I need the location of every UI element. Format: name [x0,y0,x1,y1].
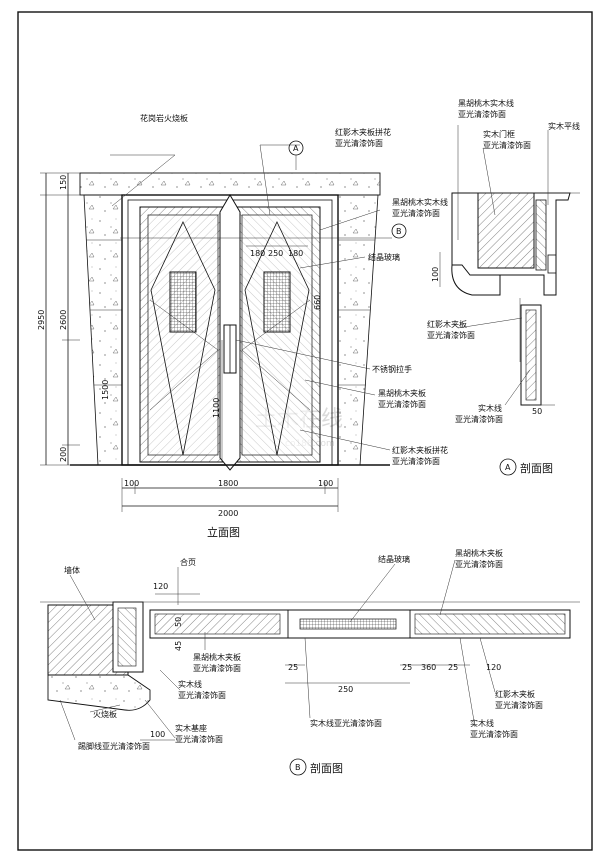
sb-label-solid-line-1: 实木线 [178,679,202,689]
elevation-title: 立面图 [207,525,240,539]
label-glass: 结晶玻璃 [368,252,400,262]
sb-label-redwood-2: 亚光清漆饰面 [495,700,543,710]
dim-2950: 2950 [37,310,46,330]
elevation-view: A B [40,140,407,512]
section-b-glass [299,618,397,630]
dim-1500: 1500 [101,380,110,400]
sb-label-stone-line: 踢脚线亚光清漆饰面 [78,741,150,751]
label-redwood-top-2: 亚光清漆饰面 [335,138,383,148]
sheet-border [17,11,593,851]
dim-200: 200 [59,447,68,462]
sb-dim-120a: 120 [153,582,168,591]
sb-dim-25c: 25 [448,663,458,672]
sb-dim-50: 50 [174,617,183,627]
dim-1100: 1100 [212,398,221,418]
dim-1800: 1800 [218,479,238,488]
label-walnut-board-1: 黑胡桃木夹板 [378,388,426,398]
sb-dim-360: 360 [421,663,436,672]
sb-dim-100: 100 [150,730,165,739]
glass-panel-right [263,271,291,333]
label-handle: 不锈钢拉手 [372,364,412,374]
dim-660: 660 [313,295,322,310]
sa-label-flat-line: 实木平线 [548,121,580,131]
sb-label-solid-r-2: 亚光清漆饰面 [470,729,518,739]
stone-surround-left [83,194,123,466]
section-a-marker-text: A [505,463,511,472]
label-redwood-bot-1: 红影木夹板拼花 [392,445,448,455]
sb-label-solid-base-1: 实木基座 [175,723,207,733]
sb-label-solid-base-2: 亚光清漆饰面 [175,734,223,744]
sb-dim-45: 45 [174,641,183,651]
section-b-marker-text: B [295,763,301,772]
callout-b-marker [391,223,407,239]
dim-180a: 180 [250,249,265,258]
sb-label-walnut-mid-2: 亚光清漆饰面 [193,663,241,673]
sa-label-frame-2: 亚光清漆饰面 [483,140,531,150]
dim-100-left: 100 [124,479,139,488]
sb-label-solid-line-2: 亚光清漆饰面 [178,690,226,700]
section-b-title: 剖面图 [310,761,343,775]
sb-dim-250: 250 [338,685,353,694]
sb-dim-120b: 120 [486,663,501,672]
sb-label-walnut-top-1: 黑胡桃木夹板 [455,548,503,558]
dim-2600: 2600 [59,310,68,330]
label-granite: 花岗岩火烧板 [140,113,188,123]
dim-100-right: 100 [318,479,333,488]
section-a-view [439,125,580,406]
dim-2000: 2000 [218,509,238,518]
dim-150: 150 [59,175,68,190]
sa-label-frame-1: 实木门框 [483,129,515,139]
sb-label-solid-finish: 实木线亚光清漆饰面 [310,718,382,728]
section-a-title: 剖面图 [520,461,553,475]
label-walnut-line-1: 黑胡桃木实木线 [392,197,448,207]
sb-label-walnut-mid-1: 黑胡桃木夹板 [193,652,241,662]
sb-label-solid-r-1: 实木线 [470,718,494,728]
sa-label-solid-2: 亚光清漆饰面 [455,414,503,424]
sa-label-walnut-line-2: 亚光清漆饰面 [458,109,506,119]
lintel [79,172,381,196]
sb-label-redwood-1: 红影木夹板 [495,689,535,699]
sa-label-walnut-line-1: 黑胡桃木实木线 [458,98,514,108]
sb-label-glass: 结晶玻璃 [378,554,410,564]
label-walnut-board-2: 亚光清漆饰面 [378,399,426,409]
callout-a-text: A [293,144,299,153]
stone-surround-right [337,194,379,466]
sa-label-redwood-2: 亚光清漆饰面 [427,330,475,340]
sa-dim-100: 100 [431,267,440,282]
section-b-marker [289,758,307,776]
label-redwood-bot-2: 亚光清漆饰面 [392,456,440,466]
sa-dim-50: 50 [532,407,542,416]
sb-dim-25b: 25 [402,663,412,672]
section-b-view [40,559,580,741]
sb-label-wall: 墙体 [64,565,80,575]
sa-label-redwood-1: 红影木夹板 [427,319,467,329]
sa-label-solid-1: 实木线 [478,403,502,413]
section-a-marker [499,458,517,476]
label-redwood-top-1: 红影木夹板拼花 [335,127,391,137]
glass-panel-left [169,271,197,333]
callout-b-text: B [396,227,402,236]
label-walnut-line-2: 亚光清漆饰面 [392,208,440,218]
sb-label-fire-board: 火烧板 [93,709,117,719]
sb-dim-25a: 25 [288,663,298,672]
dim-250: 250 [268,249,283,258]
sb-label-walnut-top-2: 亚光清漆饰面 [455,559,503,569]
section-a-frame [477,192,535,269]
sb-label-hinge: 合页 [180,557,196,567]
dim-180b: 180 [288,249,303,258]
